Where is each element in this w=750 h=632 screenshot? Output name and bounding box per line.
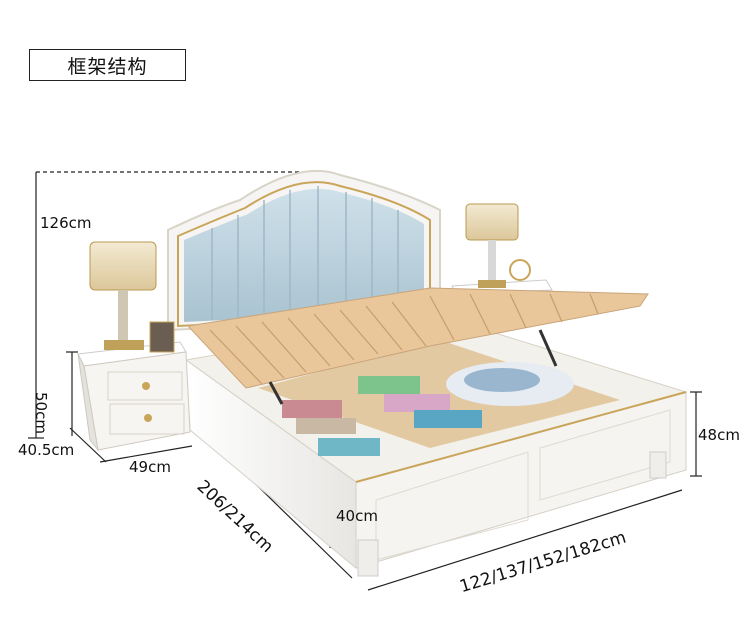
left-lamp [89, 241, 157, 350]
headboard-height-label: 126cm [40, 214, 92, 232]
slat-base [186, 287, 649, 405]
left-nightstand [77, 341, 191, 452]
nightstand-depth-line [69, 427, 107, 463]
frame-height-label: 48cm [698, 426, 740, 444]
headboard [167, 169, 441, 332]
nightstand-width-label: 49cm [129, 458, 171, 476]
inner-depth-label: 40cm [336, 507, 378, 525]
bed-width-line [367, 489, 683, 591]
right-lamp [465, 203, 519, 288]
folded-clothes [282, 362, 574, 456]
photo-frame [149, 321, 175, 353]
gas-strut [538, 329, 558, 367]
nightstand-width-line [99, 445, 193, 463]
storage-compartment [258, 340, 620, 456]
gas-strut-left [268, 381, 284, 405]
ring-decor [509, 259, 531, 281]
section-title: 框架结构 [29, 49, 186, 81]
nightstand-height-label: 50cm [32, 392, 50, 434]
nightstand-depth-label: 40.5cm [18, 441, 75, 459]
